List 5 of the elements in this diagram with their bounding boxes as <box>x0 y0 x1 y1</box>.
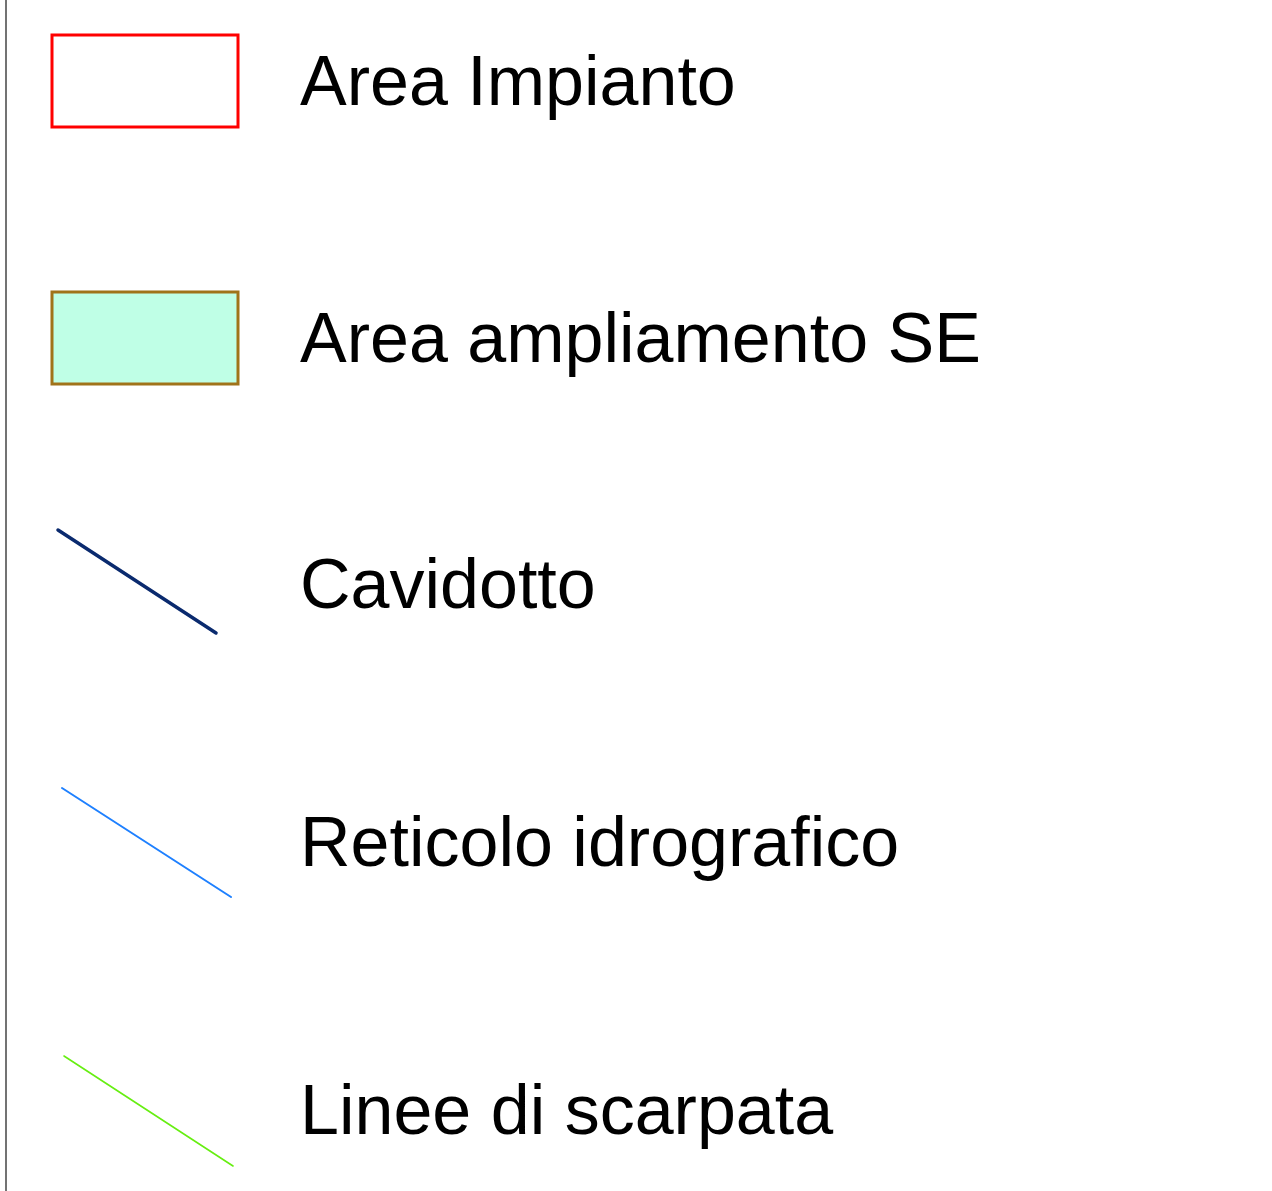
legend-label: Cavidotto <box>300 544 596 624</box>
legend-label: Area Impianto <box>300 41 736 121</box>
legend-label: Area ampliamento SE <box>300 298 981 378</box>
legend-label: Reticolo idrografico <box>300 802 900 882</box>
legend-label: Linee di scarpata <box>300 1070 834 1150</box>
